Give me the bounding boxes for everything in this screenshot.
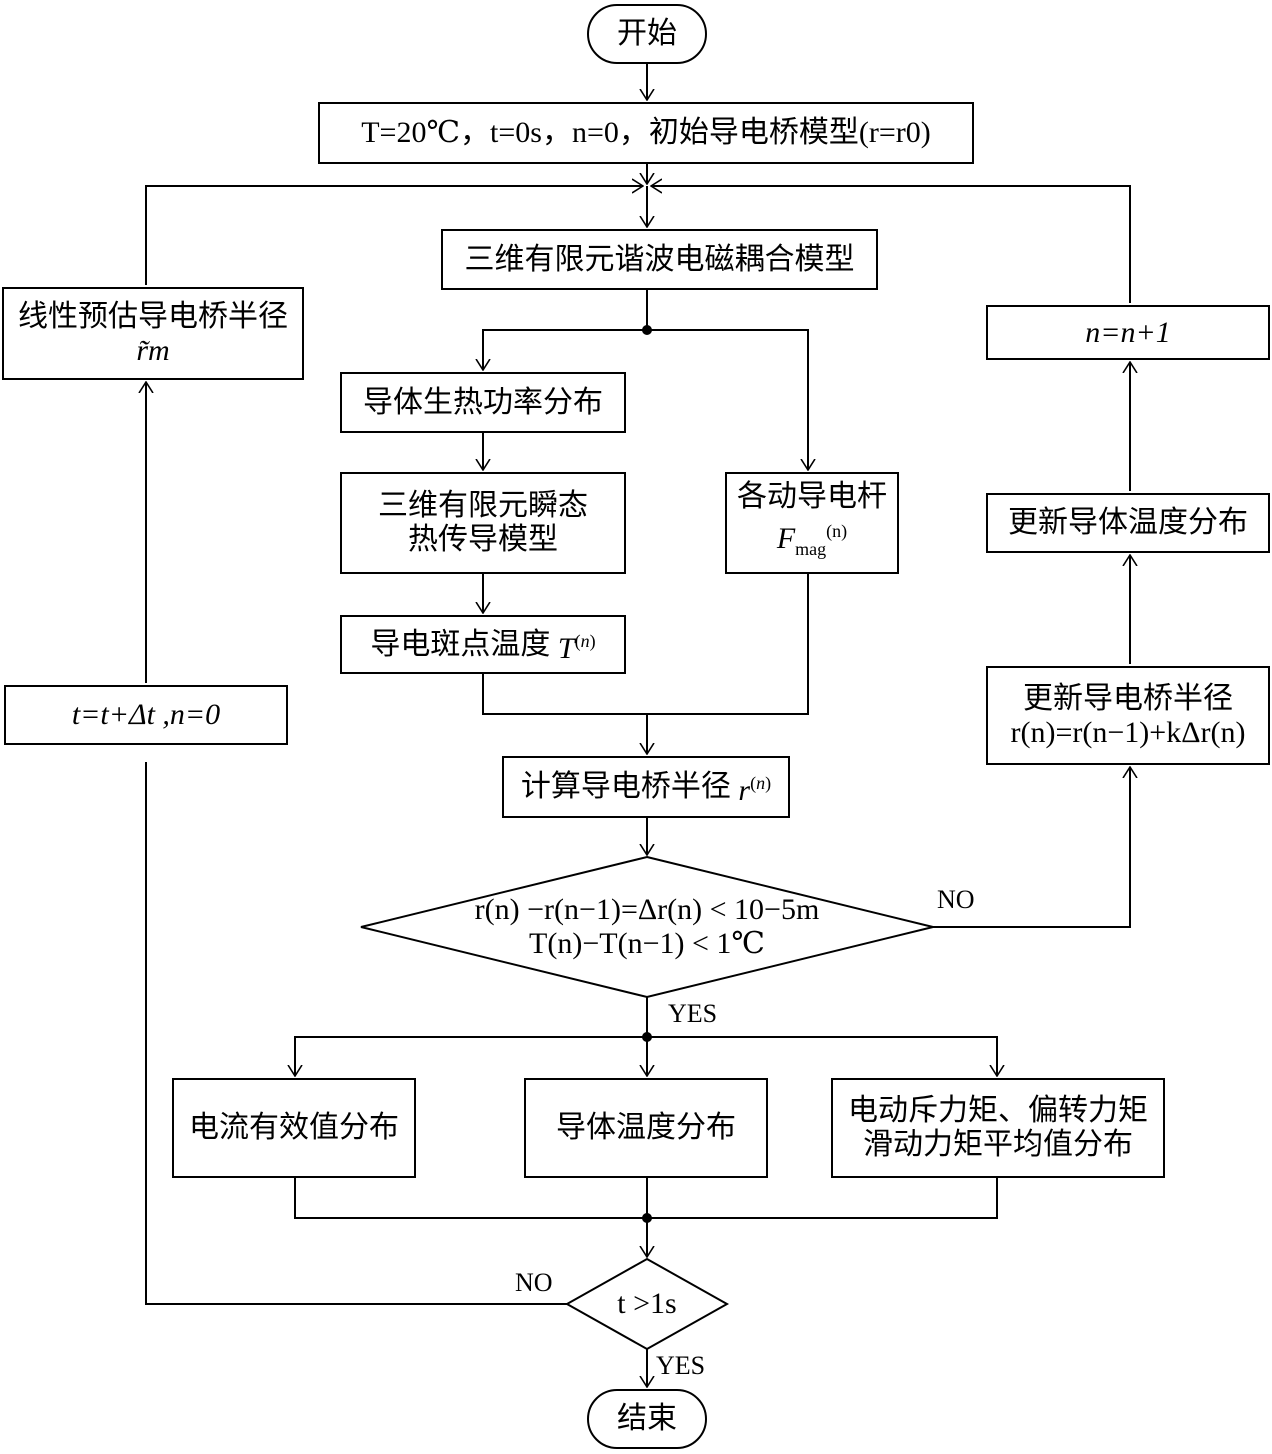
n-increment-box: n=n+1: [986, 305, 1270, 360]
converge-line1: r(n) −r(n−1)=Δr(n) < 10−5m: [474, 893, 820, 926]
spot-temp-label: 导电斑点温度: [370, 626, 551, 662]
heat-power-box: 导体生热功率分布: [340, 372, 626, 433]
rod-force-symbol: Fmag(n): [777, 514, 847, 566]
calc-radius-symbol: r(n): [738, 773, 772, 807]
time-check-text: t >1s: [617, 1287, 677, 1320]
em-model-box: 三维有限元谐波电磁耦合模型: [441, 229, 878, 290]
torque-dist-line1: 电动斥力矩、偏转力矩: [848, 1093, 1148, 1128]
init-prefix: T=20℃，t=0s，n=0，: [361, 116, 649, 149]
edge-no-update-radius: [933, 767, 1130, 928]
rod-force-box: 各动导电杆 Fmag(n): [725, 472, 899, 574]
calc-radius-box: 计算导电桥半径 r(n): [502, 756, 790, 818]
update-temp-label: 更新导体温度分布: [1008, 505, 1248, 540]
init-suffix: (r=r0): [858, 116, 931, 149]
current-dist-box: 电流有效值分布: [172, 1078, 416, 1178]
start-label: 开始: [617, 16, 677, 51]
edge-split-torque: [647, 1036, 997, 1076]
spot-temp-box: 导电斑点温度 T(n): [340, 615, 626, 674]
time-no-label: NO: [515, 1268, 553, 1297]
converge-line2: T(n)−T(n−1) < 1℃: [529, 927, 765, 960]
temp-dist-label: 导体温度分布: [556, 1110, 736, 1145]
end-terminal: 结束: [587, 1389, 707, 1449]
calc-radius-label: 计算导电桥半径: [520, 769, 731, 804]
time-yes-label: YES: [656, 1351, 706, 1380]
time-step-box: t=t+Δt ,n=0: [4, 685, 288, 745]
rod-force-sub: mag: [795, 539, 827, 559]
thermal-model-box: 三维有限元瞬态 热传导模型: [340, 472, 626, 574]
converge-text: r(n) −r(n−1)=Δr(n) < 10−5m T(n)−T(n−1) <…: [461, 893, 833, 961]
rod-force-sym: F: [776, 522, 796, 555]
thermal-model-line2: 热传导模型: [408, 522, 558, 557]
converge-no-label: NO: [937, 885, 975, 914]
init-box: T=20℃，t=0s，n=0， 初始导电桥模型 (r=r0): [318, 102, 974, 164]
edge-time-no: [145, 762, 567, 1305]
current-dist-label: 电流有效值分布: [189, 1110, 399, 1145]
rod-force-line1: 各动导电杆: [737, 479, 887, 514]
converge-yes-label: YES: [668, 999, 718, 1028]
update-radius-line1: 更新导电桥半径: [1023, 680, 1233, 716]
edge-split-heat: [483, 329, 647, 370]
temp-dist-box: 导体温度分布: [524, 1078, 768, 1178]
estimate-radius-line1: 线性预估导电桥半径: [18, 298, 288, 334]
edge-estimate-merge: [145, 186, 643, 285]
end-label: 结束: [617, 1401, 677, 1436]
spot-temp-symbol: T(n): [557, 630, 596, 665]
time-step-label: t=t+Δt ,n=0: [71, 698, 221, 731]
thermal-model-line1: 三维有限元瞬态: [378, 488, 588, 523]
torque-dist-line2: 滑动力矩平均值分布: [863, 1127, 1133, 1162]
init-cn: 初始导电桥模型: [648, 115, 859, 150]
n-increment-label: n=n+1: [1085, 315, 1171, 349]
edge-spot-join: [482, 574, 809, 715]
heat-power-label: 导体生热功率分布: [363, 384, 603, 420]
update-temp-box: 更新导体温度分布: [986, 493, 1270, 553]
update-radius-box: 更新导电桥半径 r(n)=r(n−1)+kΔr(n): [986, 666, 1270, 765]
edge-increment-merge: [651, 186, 1131, 303]
estimate-radius-box: 线性预估导电桥半径 r̃m: [2, 287, 304, 380]
edge-split-force: [647, 329, 808, 470]
edge-split-current: [295, 1036, 647, 1076]
em-model-label: 三维有限元谐波电磁耦合模型: [464, 241, 855, 277]
rod-force-sup: (n): [826, 521, 848, 541]
torque-dist-box: 电动斥力矩、偏转力矩 滑动力矩平均值分布: [831, 1078, 1165, 1178]
update-radius-line2: r(n)=r(n−1)+kΔr(n): [1010, 715, 1246, 749]
start-terminal: 开始: [587, 4, 707, 64]
estimate-radius-symbol: r̃m: [136, 333, 170, 367]
